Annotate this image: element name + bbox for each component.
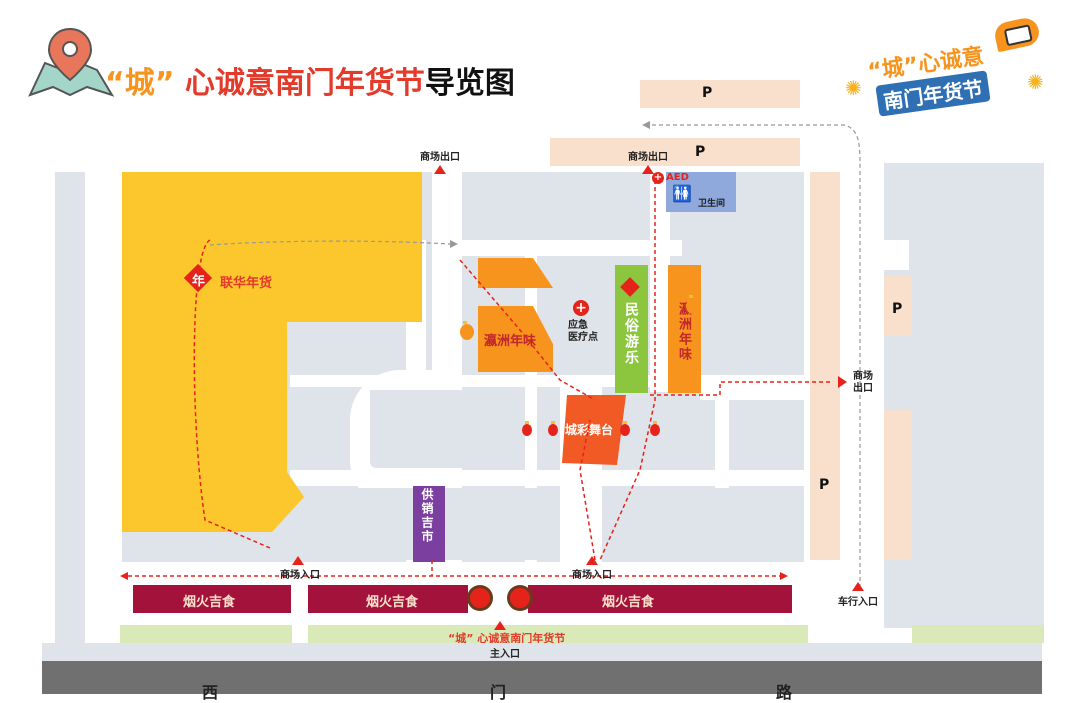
yingzhou-left-label: 瀛洲年味 (484, 334, 537, 349)
toilet-building (666, 172, 736, 212)
firework-icon: ✺ (845, 76, 862, 100)
road-h3 (462, 240, 682, 256)
street: 西 门 路 (42, 661, 1042, 702)
first-aid-label: 应急 医疗点 (568, 320, 598, 343)
lantern-icon (548, 421, 558, 436)
lawn-strip-2 (308, 625, 808, 643)
road-v3 (715, 380, 729, 490)
sidewalk (42, 643, 1042, 661)
mall-entry-1: 商场入口 (280, 570, 320, 581)
exit-arrow-icon (642, 165, 654, 174)
mall-exit-1: 商场出口 (420, 152, 460, 163)
lantern-icon (650, 421, 660, 436)
title-suffix: 导览图 (424, 66, 515, 101)
firework-icon: ✺ (1027, 70, 1044, 94)
street-char-2: 门 (490, 683, 507, 702)
lantern-icon (686, 295, 700, 314)
yingzhou-right-label: 瀛洲年味 (676, 302, 691, 362)
minsu-label: 民俗游乐 (623, 302, 639, 366)
parking-lot-upper: P (550, 138, 800, 166)
toilet-icon: 🚻 (672, 184, 692, 203)
entry-arrow-icon (292, 556, 304, 565)
road-h4 (700, 380, 810, 400)
parking-lot-far-east-2 (884, 410, 912, 560)
east-notch (884, 240, 909, 270)
lantern-icon (460, 321, 474, 340)
entry-arrow-icon (586, 556, 598, 565)
vehicle-entry: 车行入口 (838, 597, 878, 608)
toilet-label: 卫生间 (698, 199, 726, 209)
main-entry-label: 主入口 (490, 649, 520, 660)
street-char-3: 路 (776, 683, 793, 702)
left-edge-block (55, 172, 85, 660)
aed-label: AED (666, 172, 689, 183)
yingzhou-right-building (668, 265, 701, 393)
page-title: “城” 心诚意南门年货节导览图 (105, 58, 515, 102)
lawn-strip-1 (120, 625, 292, 643)
entry-arrow-icon (852, 582, 864, 591)
mall-entry-2: 商场入口 (572, 570, 612, 581)
parking-lot-east: P (810, 172, 840, 560)
chengcai-stage (562, 395, 626, 465)
food-stall-3: 烟火吉食 (528, 585, 792, 613)
lianhua-label: 联华年货 (220, 276, 273, 291)
gate-lantern-icon (510, 588, 530, 608)
first-aid-icon: + (573, 300, 589, 316)
gongxiao-building (413, 486, 445, 562)
inner-block-a (370, 390, 520, 468)
mall-exit-3: 商场 出口 (853, 371, 873, 394)
gate-lantern-icon (470, 588, 490, 608)
exit-arrow-icon (838, 376, 847, 388)
parking-lot-top: P (640, 80, 800, 108)
street-char-1: 西 (202, 683, 219, 702)
title-quoted: “城” (105, 66, 175, 101)
orange-shop-small (478, 258, 553, 288)
gongxiao-label: 供销吉市 (420, 488, 434, 544)
lantern-icon (522, 421, 532, 436)
title-main: 心诚意南门年货节 (174, 66, 425, 101)
exit-arrow-icon (434, 165, 446, 174)
inner-block-b (640, 410, 714, 468)
parking-lot-far-east: P (884, 276, 912, 336)
food-stall-2: 烟火吉食 (308, 585, 468, 613)
yingzhou-left-building (478, 306, 553, 372)
map-pin-icon (25, 25, 115, 100)
main-entry-arrow-icon (494, 621, 506, 630)
lantern-icon (620, 421, 630, 436)
chengcai-label: 城彩舞台 (565, 423, 614, 437)
mall-exit-2: 商场出口 (628, 152, 668, 163)
food-stall-1: 烟火吉食 (133, 585, 291, 613)
festival-logo: “城”心诚意 南门年货节 ✺ ✺ (845, 15, 1050, 123)
lawn-strip-3 (912, 625, 1044, 643)
lianhua-badge-text: 年 (192, 274, 206, 289)
inner-block-d (605, 488, 803, 560)
banner-label: “城” 心诚意南门年货节 (448, 632, 566, 645)
